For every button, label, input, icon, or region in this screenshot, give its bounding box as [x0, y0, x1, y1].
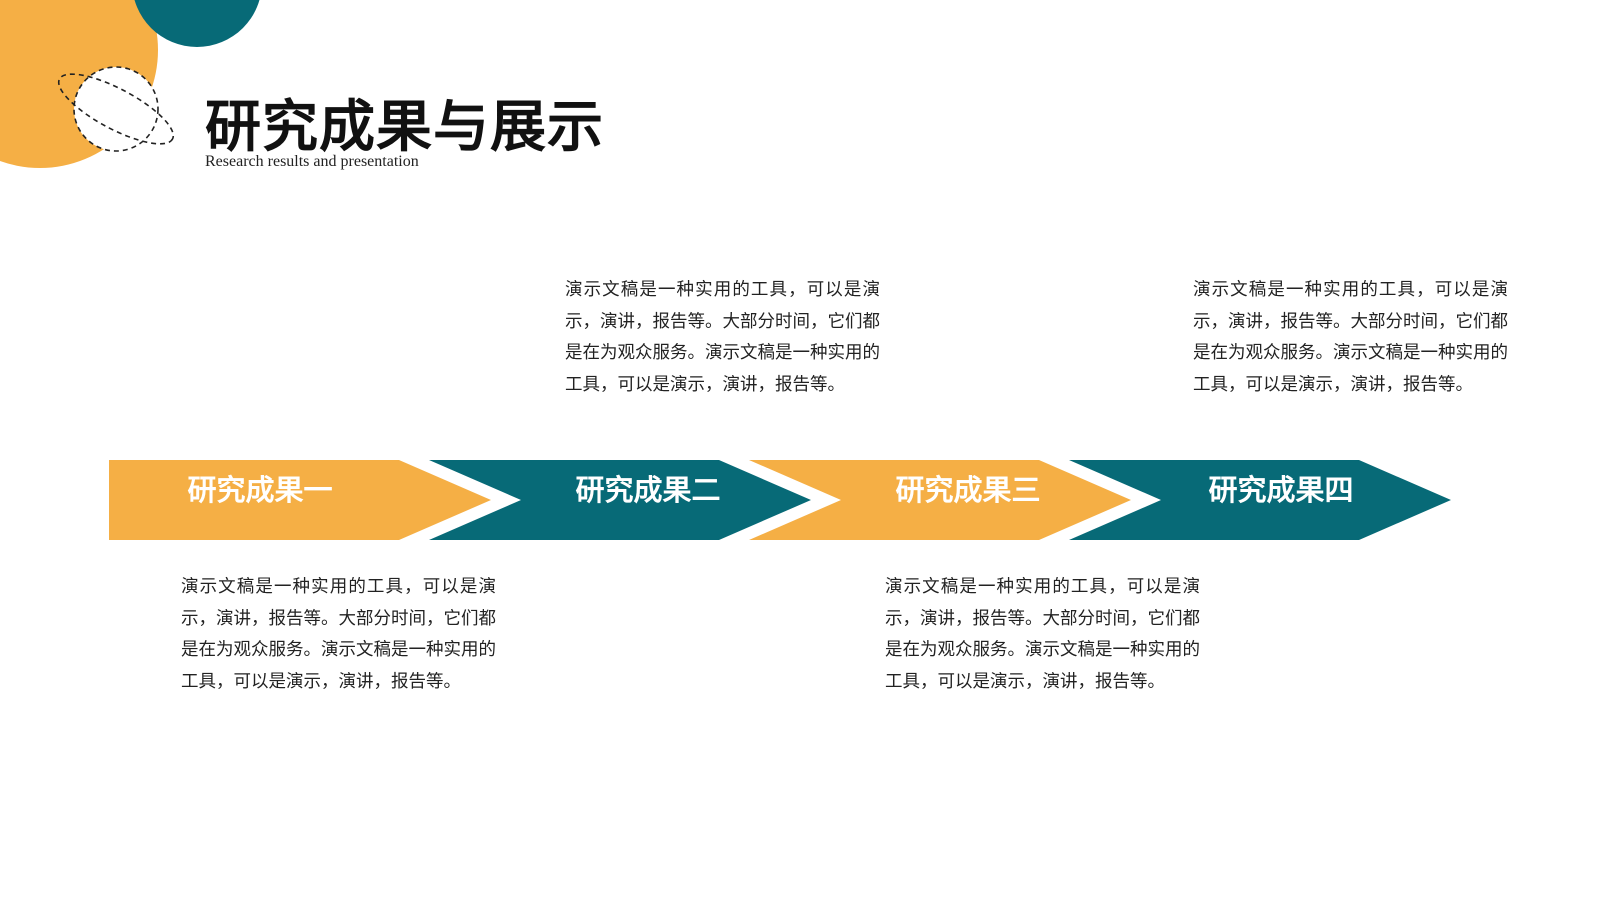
planet-ring-icon	[57, 66, 175, 152]
step-3-label: 研究成果三	[895, 473, 1041, 507]
step-4-label: 研究成果四	[1208, 473, 1354, 507]
step-1-description: 演示文稿是一种实用的工具，可以是演示，演讲，报告等。大部分时间，它们都是在为观众…	[181, 577, 496, 692]
corner-decoration	[0, 0, 260, 168]
step-1-arrow	[109, 460, 491, 540]
step-2-description: 演示文稿是一种实用的工具，可以是演示，演讲，报告等。大部分时间，它们都是在为观众…	[565, 280, 880, 395]
step-2-label: 研究成果二	[575, 473, 721, 507]
page-title: 研究成果与展示	[205, 95, 604, 160]
step-3-arrow	[749, 460, 1131, 540]
step-1-label: 研究成果一	[187, 473, 333, 507]
page-subtitle: Research results and presentation	[205, 153, 419, 170]
step-3-description: 演示文稿是一种实用的工具，可以是演示，演讲，报告等。大部分时间，它们都是在为观众…	[885, 577, 1200, 692]
step-2-arrow	[429, 460, 811, 540]
step-4-arrow	[1069, 460, 1451, 540]
teal-circle	[134, 0, 260, 47]
step-4-description: 演示文稿是一种实用的工具，可以是演示，演讲，报告等。大部分时间，它们都是在为观众…	[1193, 280, 1508, 395]
